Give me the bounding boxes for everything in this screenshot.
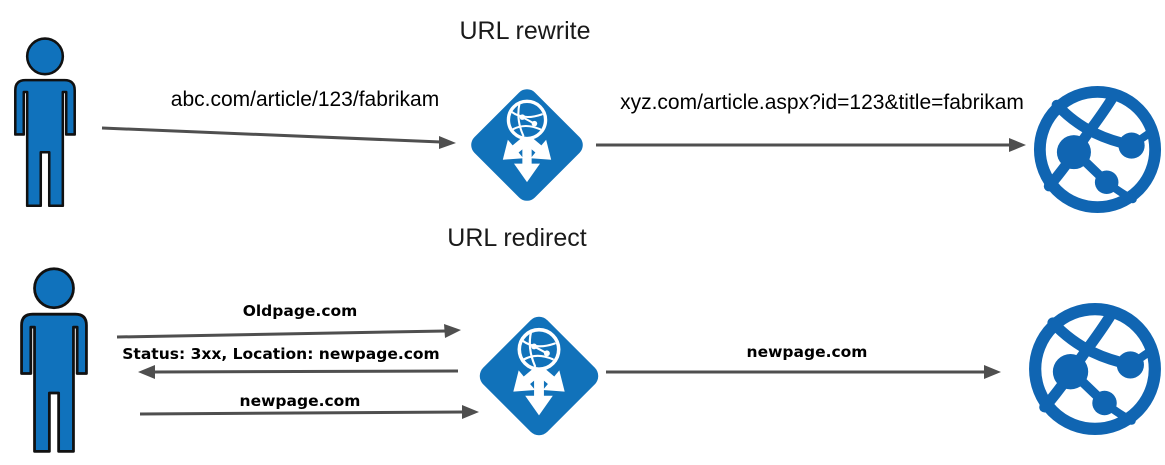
application-gateway-icon bbox=[479, 316, 599, 436]
rewrite-rewritten-url-label: xyz.com/article.aspx?id=123&title=fabrik… bbox=[620, 91, 1024, 114]
person-icon bbox=[20, 267, 88, 453]
web-app-icon bbox=[1029, 303, 1161, 435]
web-app-icon bbox=[1033, 85, 1162, 214]
application-gateway-icon bbox=[471, 89, 583, 201]
arrow-rewrite-request bbox=[101, 126, 456, 149]
redirect-forwarded-url-label: newpage.com bbox=[746, 343, 868, 361]
arrow-rewrite-forward bbox=[596, 138, 1026, 152]
rewrite-request-url-label: abc.com/article/123/fabrikam bbox=[170, 88, 440, 111]
arrow-redirect-request bbox=[116, 324, 461, 339]
redirect-new-request-url-label: newpage.com bbox=[239, 392, 361, 410]
person-icon bbox=[14, 37, 76, 208]
globe-icon bbox=[506, 99, 548, 141]
redirect-section-title: URL redirect bbox=[447, 224, 587, 252]
arrow-redirect-forward bbox=[606, 365, 1001, 379]
globe-icon bbox=[517, 327, 561, 371]
arrow-redirect-response bbox=[138, 365, 459, 379]
redirect-request-url-label: Oldpage.com bbox=[242, 302, 358, 320]
redirect-response-label: Status: 3xx, Location: newpage.com bbox=[122, 345, 440, 363]
rewrite-section-title: URL rewrite bbox=[459, 17, 591, 45]
